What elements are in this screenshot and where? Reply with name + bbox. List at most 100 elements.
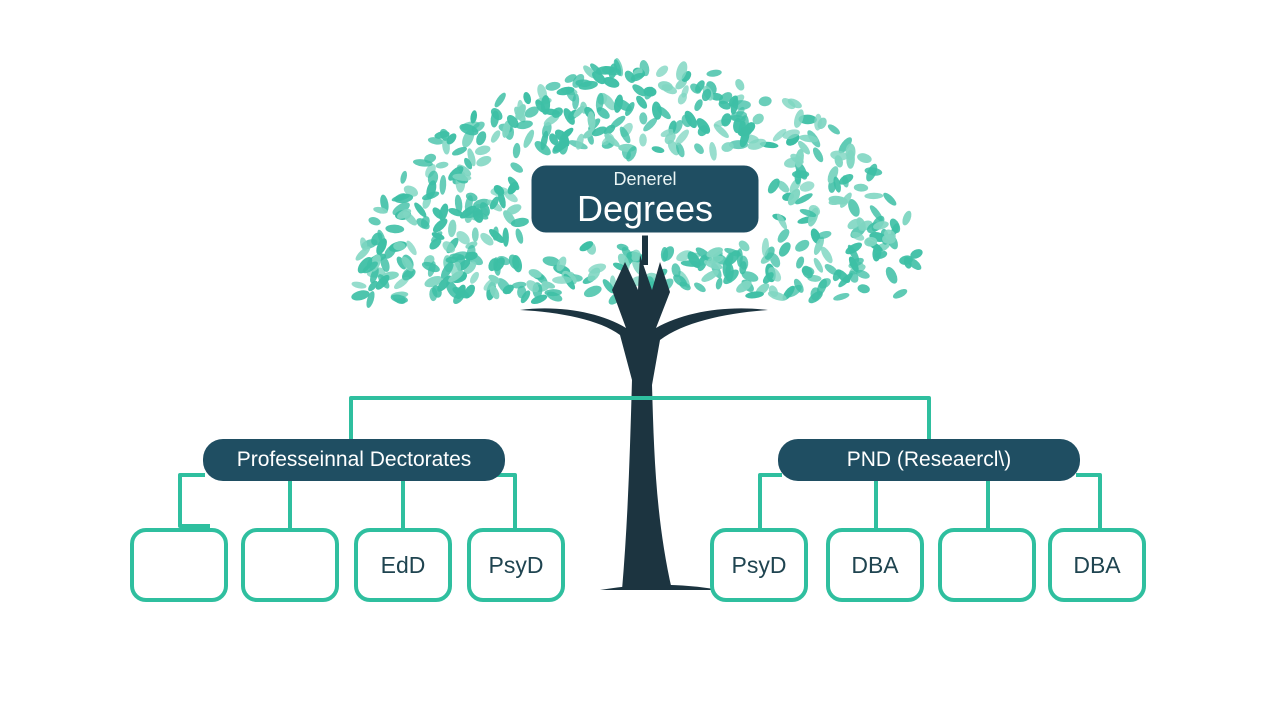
leaf-box-2: [241, 528, 339, 602]
leaf-shape: [643, 117, 658, 132]
leaf-shape: [883, 192, 897, 206]
leaf-shape: [452, 173, 472, 181]
leaf-shape: [902, 210, 912, 226]
leaf-shape: [676, 142, 685, 158]
leaf-shape: [429, 287, 438, 302]
leaf-label-3: EdD: [380, 551, 426, 578]
leaf-shape: [479, 202, 490, 216]
root-node-box: [528, 162, 762, 236]
leaf-shape: [470, 110, 478, 124]
leaf-shape: [464, 284, 475, 299]
leaf-shape: [435, 161, 449, 169]
leaf-shape: [709, 141, 717, 161]
leaf-shape: [696, 118, 711, 134]
leaf-shape: [721, 113, 732, 127]
leaf-shape: [619, 126, 631, 144]
leaf-shape: [406, 240, 417, 256]
leaf-shape: [812, 147, 824, 163]
leaf-shape: [787, 188, 801, 206]
leaf-shape: [397, 208, 412, 219]
leaf-shape: [471, 121, 485, 133]
leaf-shape: [592, 71, 606, 85]
leaf-shape: [437, 275, 452, 292]
leaf-shape: [745, 291, 764, 299]
leaf-shape: [431, 232, 445, 240]
leaf-boxes: [130, 528, 1146, 602]
leaf-shape: [799, 181, 815, 192]
leaf-shape: [813, 236, 825, 255]
leaf-shape: [738, 240, 750, 252]
leaf-shape: [507, 181, 519, 195]
leaf-shape: [735, 79, 745, 91]
leaf-shape: [563, 108, 575, 125]
leaf-shape: [706, 69, 722, 77]
leaf-shape: [475, 145, 491, 156]
leaf-shape: [385, 224, 405, 234]
leaf-shape: [885, 266, 898, 284]
leaf-shape: [796, 256, 805, 269]
leaf-shape: [782, 129, 800, 140]
leaf-box-4: [467, 528, 565, 602]
leaf-shape: [573, 105, 585, 118]
leaf-shape: [777, 180, 790, 193]
leaf-shape: [464, 195, 473, 213]
leaf-shape: [375, 274, 390, 290]
leaf-shape: [432, 207, 443, 219]
leaf-shape: [707, 255, 724, 264]
tree-foliage: [351, 58, 923, 308]
leaf-shape: [840, 192, 852, 208]
leaf-shape: [448, 208, 463, 217]
leaf-shape: [587, 267, 601, 282]
root-title: Degrees: [576, 188, 714, 229]
leaf-shape: [821, 246, 833, 264]
leaf-shape: [795, 193, 813, 205]
leaf-shape: [534, 141, 551, 156]
leaf-shape: [651, 146, 665, 153]
leaf-shape: [524, 106, 539, 118]
leaf-shape: [602, 279, 615, 294]
leaf-shape: [498, 191, 506, 209]
leaf-shape: [370, 267, 379, 284]
leaf-shape: [476, 155, 492, 167]
leaf-shape: [864, 167, 883, 176]
leaf-label-6: DBA: [851, 551, 899, 578]
leaf-shape: [694, 282, 706, 293]
leaf-shape: [889, 218, 901, 233]
leaf-shape: [630, 73, 644, 82]
leaf-shape: [502, 120, 511, 138]
leaf-shape: [795, 148, 804, 168]
leaf-shape: [847, 218, 861, 230]
leaf-shape: [556, 86, 575, 96]
leaf-shape: [452, 146, 467, 156]
leaf-shape: [552, 138, 568, 154]
leaf-shape: [643, 86, 657, 97]
leaf-box-8: [1048, 528, 1146, 602]
leaf-shape: [626, 146, 637, 162]
leaf-shape: [681, 114, 692, 128]
leaf-shape: [502, 284, 514, 295]
leaf-label-4: PsyD: [488, 551, 544, 578]
leaf-shape: [427, 261, 436, 277]
leaf-shape: [614, 98, 632, 112]
leaf-shape: [520, 290, 531, 304]
leaf-shape: [739, 129, 750, 148]
leaf-shape: [673, 274, 687, 287]
leaf-shape: [869, 205, 883, 222]
leaf-shape: [694, 143, 704, 154]
leaf-shape: [590, 63, 602, 76]
leaf-shape: [671, 263, 681, 278]
leaf-shape: [733, 118, 743, 134]
leaf-shape: [512, 142, 521, 159]
leaf-shape: [373, 206, 388, 214]
leaf-shape: [528, 269, 542, 278]
leaf-shape: [446, 280, 459, 299]
leaf-shape: [857, 284, 870, 294]
leaf-shape: [427, 137, 444, 145]
leaf-shape: [833, 176, 841, 193]
leaf-shape: [848, 256, 859, 273]
leaf-shape: [595, 92, 604, 112]
leaf-label-7: [941, 531, 1033, 599]
leaf-shape: [376, 238, 387, 255]
leaf-shape: [393, 241, 406, 251]
